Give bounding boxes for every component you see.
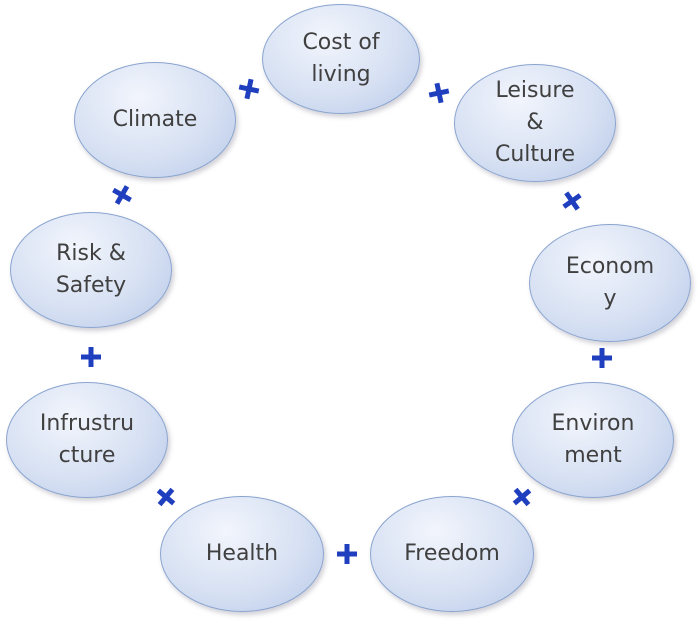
node-label: Climate <box>112 107 198 132</box>
plus-connector-icon <box>336 543 358 565</box>
plus-connector-icon <box>107 180 137 210</box>
plus-connector-icon <box>591 347 613 369</box>
plus-connector-icon <box>557 186 588 217</box>
node-risk-safety: Risk & Safety <box>10 212 172 328</box>
plus-connector-icon <box>236 76 262 102</box>
node-climate: Climate <box>74 62 236 178</box>
node-label: Leisure & Culture <box>494 78 576 167</box>
plus-connector-icon <box>426 80 452 106</box>
node-infrastructure: Infrustru cture <box>6 382 168 498</box>
plus-connector-icon <box>507 482 538 513</box>
node-environment: Environ ment <box>512 382 674 498</box>
node-label: Infrustru cture <box>39 411 135 468</box>
node-label: Environ ment <box>551 411 635 468</box>
node-label: Cost of living <box>302 30 380 87</box>
node-cost-of-living: Cost of living <box>262 4 420 114</box>
node-economy: Econom y <box>529 224 691 342</box>
node-label: Freedom <box>404 541 500 566</box>
node-health: Health <box>160 496 324 612</box>
node-label: Risk & Safety <box>55 241 127 298</box>
node-label: Health <box>205 541 279 566</box>
node-leisure-culture: Leisure & Culture <box>454 64 616 182</box>
node-freedom: Freedom <box>370 496 534 612</box>
plus-connector-icon <box>80 346 102 368</box>
node-label: Econom y <box>565 254 655 311</box>
plus-connector-icon <box>151 482 182 513</box>
